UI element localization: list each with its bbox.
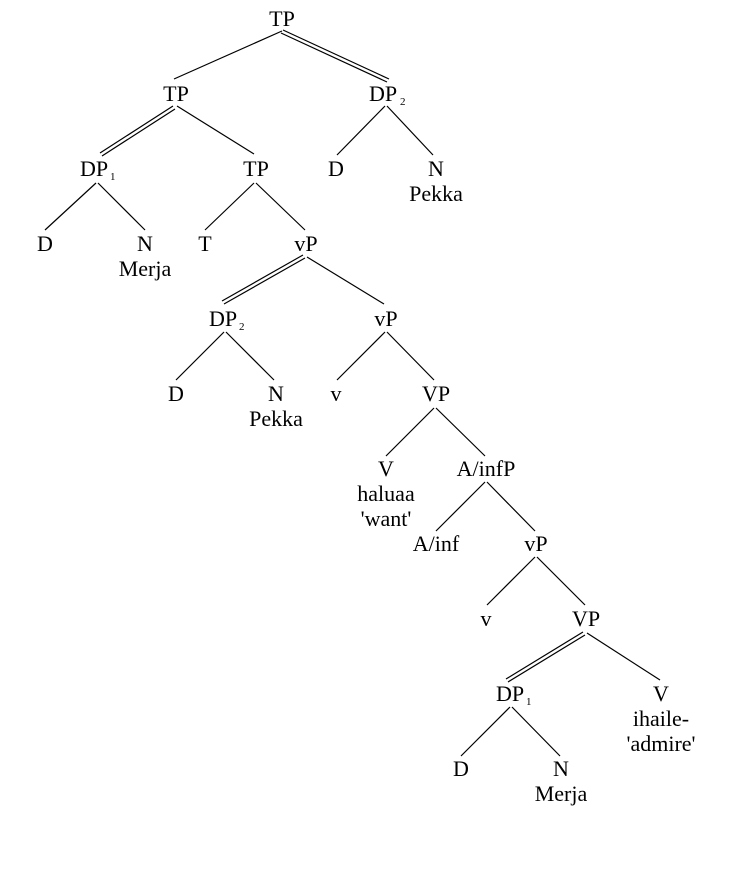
word-n-dp1-low: Merja [535, 781, 588, 806]
edge-tp-root-to-dp2-high-b [280, 32, 388, 83]
edge-ainfP-to-ainf [435, 481, 486, 532]
node-VP-upper: VP [422, 381, 450, 406]
node-V-lower: V [653, 681, 669, 706]
node-n-dp2-low: N [268, 381, 284, 406]
gloss-V-upper: 'want' [361, 506, 412, 531]
node-d-dp2-low: D [168, 381, 184, 406]
node-dp1-low: DP [496, 681, 524, 706]
node-vp-lower: vP [524, 531, 547, 556]
node-dp2-low-index: 2 [239, 321, 245, 333]
node-tp-left: TP [163, 81, 189, 106]
node-dp1-low-index: 1 [526, 696, 532, 708]
node-V-upper: V [378, 456, 394, 481]
node-ainfP: A/infP [457, 456, 516, 481]
node-n-dp2-high: N [428, 156, 444, 181]
edge-VP-upper-to-V [385, 407, 435, 457]
node-dp2-low: DP [209, 306, 237, 331]
word-V-upper: haluaa [357, 481, 415, 506]
edge-tp-mid-to-vp-upper [255, 182, 306, 231]
edge-tp-mid-to-t [204, 182, 255, 231]
edge-vp-bar-to-VP [386, 331, 435, 381]
edge-dp2-low-to-d [175, 331, 225, 381]
node-d-dp1-low: D [453, 756, 469, 781]
edge-VP-lower-to-dp1-low-b [507, 634, 586, 683]
tree-edges [44, 29, 661, 757]
word-n-dp2-high: Pekka [409, 181, 463, 206]
edge-dp1-low-to-d [460, 706, 511, 757]
tree-nodes: TP TP DP 2 DP 1 TP D N Pekka D N Merja T… [37, 6, 695, 806]
edge-dp1-high-to-n [97, 182, 146, 231]
node-ainf: A/inf [413, 531, 460, 556]
edge-vp-upper-to-dp2-low-b [223, 257, 306, 305]
node-vp-upper-bar: vP [374, 306, 397, 331]
edge-vp-upper-to-dp2-low-a [221, 254, 304, 302]
edge-dp1-high-to-d [44, 182, 97, 231]
edge-dp2-low-to-n [225, 331, 275, 381]
node-t-head: T [198, 231, 212, 256]
edge-vp-bar-to-v [336, 331, 386, 381]
gloss-V-lower: 'admire' [626, 731, 695, 756]
word-V-lower: ihaile- [633, 706, 689, 731]
word-n-dp2-low: Pekka [249, 406, 303, 431]
edge-tp-root-to-dp2-high-a [282, 29, 390, 80]
node-d-dp1-high: D [37, 231, 53, 256]
node-dp2-high-index: 2 [400, 96, 406, 108]
node-tp-root: TP [269, 6, 295, 31]
node-dp1-high-index: 1 [110, 171, 116, 183]
node-tp-mid: TP [243, 156, 269, 181]
node-dp1-high: DP [80, 156, 108, 181]
node-v-lower: v [481, 606, 492, 631]
node-vp-upper: vP [294, 231, 317, 256]
edge-VP-lower-to-dp1-low-a [505, 631, 584, 680]
node-n-dp1-high: N [137, 231, 153, 256]
node-v-upper: v [331, 381, 342, 406]
node-d-dp2-high: D [328, 156, 344, 181]
edge-dp1-low-to-n [511, 706, 561, 757]
edge-vp-lower-to-VP [536, 556, 586, 606]
word-n-dp1-high: Merja [119, 256, 172, 281]
edge-tp-left-to-dp1-high-a [99, 105, 174, 154]
edge-tp-left-to-dp1-high-b [101, 108, 176, 157]
edge-vp-lower-to-v [486, 556, 536, 606]
edge-ainfP-to-vp-lower [486, 481, 536, 532]
node-dp2-high: DP [369, 81, 397, 106]
node-n-dp1-low: N [553, 756, 569, 781]
edge-tp-left-to-tp-mid [176, 105, 255, 155]
edge-VP-upper-to-ainfP [435, 407, 486, 457]
edge-tp-root-to-tp-left [173, 30, 283, 80]
edge-vp-upper-to-vp-bar [306, 256, 385, 305]
node-VP-lower: VP [572, 606, 600, 631]
edge-dp2-high-to-d [336, 105, 386, 156]
edge-VP-lower-to-V [586, 632, 661, 681]
edge-dp2-high-to-n [386, 105, 434, 156]
